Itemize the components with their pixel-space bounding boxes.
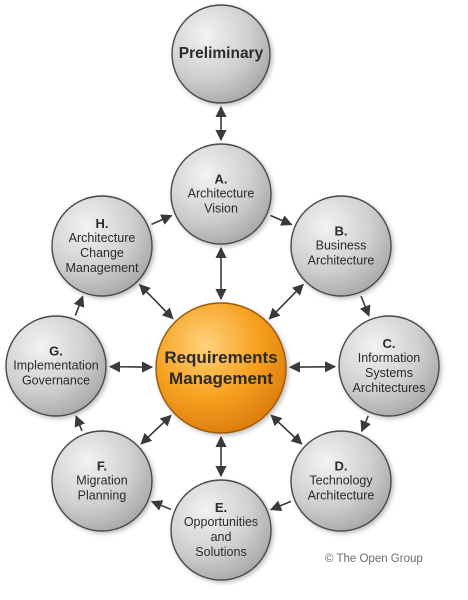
- arrow-f-to-g: [74, 415, 85, 432]
- center-line-2: Management: [169, 369, 273, 388]
- arrow-h-to-a: [151, 214, 173, 226]
- phase-c-label: C. Information Systems Architectures: [353, 336, 426, 396]
- center-line-1: Requirements: [164, 347, 278, 367]
- requirements-management-circle: [155, 302, 287, 434]
- phase-g-letter: G.: [49, 343, 63, 359]
- arrow-center-to-b: [268, 283, 304, 320]
- phase-h-circle: [51, 195, 153, 297]
- phase-g-circle: [5, 315, 107, 417]
- phase-f-label: F. Migration Planning: [76, 459, 127, 504]
- preliminary-title: Preliminary: [178, 44, 264, 62]
- arrow-center-to-g: [108, 361, 154, 373]
- phase-a-circle: [170, 143, 272, 245]
- phase-h-letter: H.: [95, 216, 109, 232]
- phase-e-label: E. Opportunities and Solutions: [184, 500, 258, 560]
- phase-a-letter: A.: [214, 171, 228, 187]
- requirements-management-label: Requirements Management: [164, 347, 277, 390]
- phase-f-title: Migration Planning: [76, 473, 128, 503]
- arrow-a-to-b: [270, 214, 293, 226]
- phase-e-title: Opportunities and Solutions: [183, 515, 259, 560]
- phase-c-circle: [338, 315, 440, 417]
- arrow-c-to-d: [360, 415, 371, 433]
- arrow-center-to-h: [138, 283, 174, 320]
- phase-circles: [5, 4, 440, 581]
- phase-g-label: G. Implementation Governance: [13, 344, 98, 389]
- copyright-text: © The Open Group: [325, 553, 423, 565]
- phase-b-title: Business Architecture: [307, 238, 375, 268]
- phase-b-letter: B.: [334, 223, 348, 239]
- phase-h-label: H. Architecture Change Management: [66, 216, 139, 276]
- arrow-b-to-c: [360, 295, 371, 317]
- phase-d-circle: [290, 430, 392, 532]
- phase-g-title: Implementation Governance: [13, 358, 99, 388]
- arrow-d-to-e: [269, 500, 292, 511]
- phase-b-label: B. Business Architecture: [308, 224, 375, 269]
- phase-d-letter: D.: [334, 458, 348, 474]
- phase-d-title: Technology Architecture: [307, 473, 375, 503]
- phase-e-letter: E.: [214, 500, 228, 516]
- phase-a-label: A. Architecture Vision: [188, 172, 255, 217]
- phase-h-title: Architecture Change Management: [65, 231, 139, 276]
- preliminary-circle: [171, 4, 271, 104]
- phase-c-title: Information Systems Architectures: [352, 351, 426, 396]
- phase-f-letter: F.: [96, 458, 108, 474]
- connector-arrows: [73, 105, 371, 511]
- phase-c-letter: C.: [382, 336, 396, 352]
- arrow-center-to-d: [270, 414, 303, 445]
- arrow-center-to-c: [288, 361, 337, 373]
- arrow-e-to-f: [150, 500, 172, 511]
- arrow-center-to-f: [140, 414, 172, 445]
- arrow-g-to-h: [73, 295, 85, 316]
- preliminary-label: Preliminary: [179, 45, 263, 63]
- phase-d-label: D. Technology Architecture: [308, 459, 375, 504]
- phase-e-circle: [170, 479, 272, 581]
- phase-f-circle: [51, 430, 153, 532]
- phase-b-circle: [290, 195, 392, 297]
- phase-a-title: Architecture Vision: [187, 186, 255, 216]
